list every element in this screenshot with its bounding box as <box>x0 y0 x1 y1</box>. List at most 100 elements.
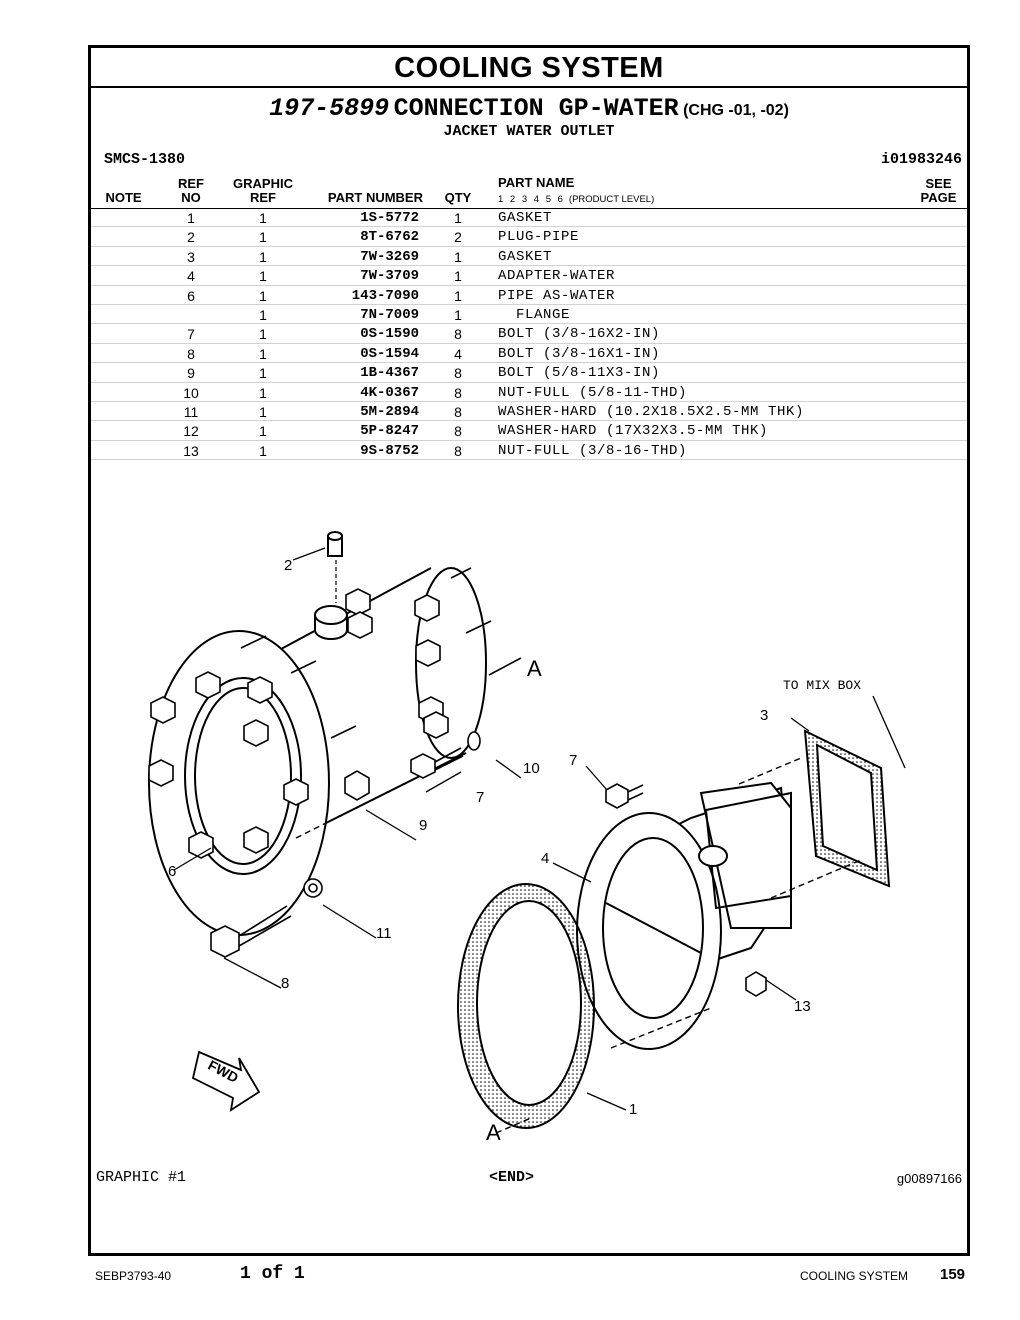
document-number: SEBP3793-40 <box>95 1269 172 1283</box>
graphic-ref-cell: 1 <box>259 306 267 323</box>
part-number-cell: 0S-1594 <box>360 345 419 362</box>
graphic-id: g00897166 <box>896 1171 962 1186</box>
callout-leaders <box>173 547 906 1134</box>
col-part-name-header: PART NAME <box>498 176 574 190</box>
part-name-cell: WASHER-HARD (10.2X18.5X2.5-MM THK) <box>498 403 805 420</box>
qty-cell: 2 <box>454 229 462 246</box>
bolt-7-part <box>410 747 464 779</box>
illustration-id: i01983246 <box>880 151 962 168</box>
group-name: CONNECTION GP-WATER <box>393 94 679 123</box>
graphic-ref-cell: 1 <box>259 248 267 265</box>
callout-4: 4 <box>541 850 549 867</box>
part-name-cell: ADAPTER-WATER <box>498 268 616 285</box>
ref-no-cell: 1 <box>187 210 195 226</box>
callout-11: 10 <box>523 760 540 777</box>
graphic-ref-cell: 1 <box>259 287 267 304</box>
col-graphic-label-top: GRAPHIC <box>233 176 293 191</box>
qty-cell: 1 <box>454 248 462 265</box>
water-adapter-part <box>576 781 793 1050</box>
qty-cell: 8 <box>454 326 462 343</box>
part-number-cell: 8T-6762 <box>360 229 419 246</box>
section-title: COOLING SYSTEM <box>394 52 664 84</box>
group-part-number: 197-5899 <box>269 94 390 123</box>
ref-no-cell: 10 <box>183 384 199 401</box>
part-number-cell: 143-7090 <box>351 287 419 304</box>
ref-no-cell: 13 <box>183 442 199 459</box>
col-part-name-label: PART NAME <box>498 175 575 190</box>
callout-9: 8 <box>281 975 289 992</box>
callout-1: 1 <box>629 1101 637 1118</box>
qty-cell: 8 <box>454 423 462 440</box>
col-graphic-label-bottom: REF <box>250 190 276 205</box>
callout-8: 7 <box>569 752 577 769</box>
graphic-ref-cell: 1 <box>259 442 267 459</box>
qty-cell: 4 <box>454 345 462 362</box>
product-level-numbers: 1 2 3 4 5 6 <box>498 194 563 205</box>
part-number-cell: 5M-2894 <box>360 403 419 420</box>
part-name-cell: PLUG-PIPE <box>498 229 580 246</box>
callout-3: 3 <box>760 707 768 724</box>
exploded-view-drawing: 2 6 9 7 10 11 8 7 4 13 1 3 A A TO MIX BO… <box>148 531 906 1145</box>
page-number: 159 <box>940 1266 966 1283</box>
col-note-label: NOTE <box>105 190 142 205</box>
callout-7: 7 <box>476 789 484 806</box>
plug-pipe-part <box>314 531 348 640</box>
section-marker-top: A <box>527 656 542 681</box>
bolt-8-part <box>605 783 644 809</box>
product-level-header: 1 2 3 4 5 6 (PRODUCT LEVEL) <box>498 194 654 205</box>
col-part-number-header: PART NUMBER <box>313 191 423 205</box>
bolt-9-part <box>210 878 323 958</box>
col-see-page-header: SEE PAGE <box>911 177 966 205</box>
callout-10: 9 <box>419 817 427 834</box>
graphic-ref-cell: 1 <box>259 345 267 362</box>
callout-6: 6 <box>168 863 176 880</box>
col-qty-label: QTY <box>444 190 472 205</box>
title-divider <box>91 86 967 88</box>
graphic-ref-cell: 1 <box>259 403 267 420</box>
part-name-cell: NUT-FULL (5/8-11-THD) <box>498 384 688 401</box>
qty-cell: 1 <box>454 306 462 323</box>
page-frame: COOLING SYSTEM 197-5899 CONNECTION GP-WA… <box>88 45 970 1256</box>
table-header-divider <box>91 208 967 209</box>
product-level-label: (PRODUCT LEVEL) <box>568 194 655 205</box>
page-count: 1 of 1 <box>240 1264 305 1284</box>
part-number-cell: 9S-8752 <box>360 442 419 459</box>
graphic-label: GRAPHIC #1 <box>96 1169 187 1186</box>
ref-no-cell: 4 <box>187 268 195 285</box>
end-marker: <END> <box>489 1169 535 1186</box>
graphic-ref-cell: 1 <box>259 229 267 246</box>
footer-section-name: COOLING SYSTEM <box>800 1269 909 1283</box>
part-number-cell: 7N-7009 <box>360 306 419 323</box>
qty-cell: 8 <box>454 384 462 401</box>
part-number-cell: 4K-0367 <box>360 384 419 401</box>
part-name-cell: PIPE AS-WATER <box>498 287 616 304</box>
ref-no-cell: 6 <box>187 287 195 304</box>
graphic-ref-cell: 1 <box>259 210 267 226</box>
part-number-cell: 1B-4367 <box>360 365 419 382</box>
callout-12: 11 <box>376 925 392 942</box>
callout-labels: 2 6 9 7 10 11 8 7 4 13 1 3 A A TO MIX BO… <box>168 557 861 1145</box>
part-name-cell: BOLT (3/8-16X1-IN) <box>498 345 661 362</box>
group-subtitle: JACKET WATER OUTLET <box>443 123 615 140</box>
part-number-cell: 1S-5772 <box>360 210 419 226</box>
graphic-ref-cell: 1 <box>259 423 267 440</box>
ref-no-cell: 8 <box>187 345 195 362</box>
part-name-cell: GASKET <box>498 210 553 226</box>
nut-13-part <box>745 971 767 997</box>
qty-cell: 1 <box>454 268 462 285</box>
forward-arrow-icon <box>191 1050 261 1112</box>
gasket-1-part <box>457 883 595 1129</box>
part-number-cell: 0S-1590 <box>360 326 419 343</box>
qty-cell: 8 <box>454 442 462 459</box>
col-see-label-top: SEE <box>925 176 952 191</box>
part-number-cell: 5P-8247 <box>360 423 419 440</box>
